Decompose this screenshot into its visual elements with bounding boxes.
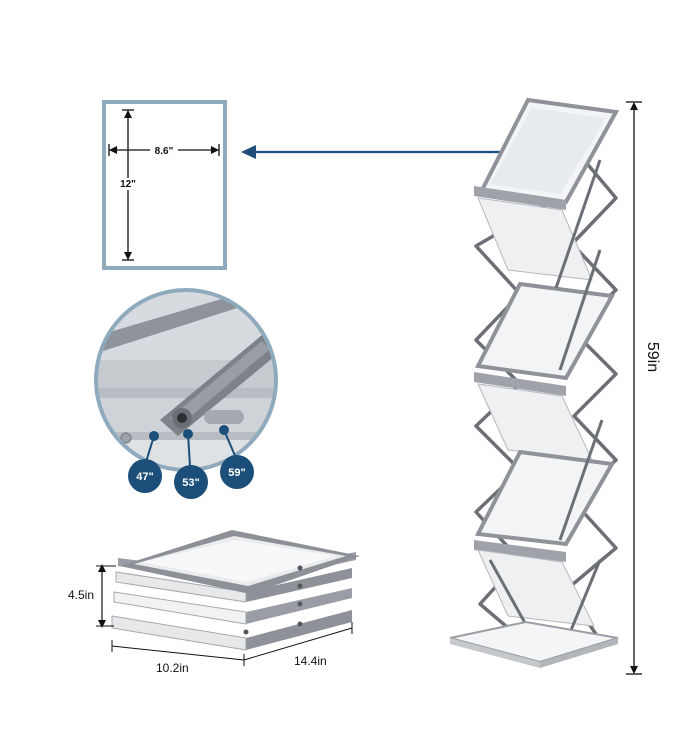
pointer-arrow <box>241 145 538 159</box>
folded-width-label: 10.2in <box>156 661 189 675</box>
stand-height-dimension: 59in <box>626 101 661 675</box>
stand-height-label: 59in <box>644 342 661 372</box>
height-option-label: 59" <box>228 467 245 479</box>
height-option-47: 47" <box>128 459 162 493</box>
shelf-panel <box>478 97 620 205</box>
height-option-59: 59" <box>220 455 254 489</box>
paper-height-label: 12" <box>120 179 136 190</box>
height-option-label: 47" <box>136 471 153 483</box>
paper-size-diagram: 8.6" 12" <box>102 100 227 270</box>
height-option-53: 53" <box>174 465 208 499</box>
folded-stand: 4.5in 10.2in 14.4in <box>68 530 360 675</box>
folded-depth-label: 14.4in <box>294 654 327 668</box>
tall-display-stand <box>449 97 620 668</box>
height-adjust-detail: 47" 53" 59" <box>94 288 278 499</box>
height-option-label: 53" <box>182 477 199 489</box>
paper-width-label: 8.6" <box>155 146 174 157</box>
folded-height-label: 4.5in <box>68 588 94 602</box>
